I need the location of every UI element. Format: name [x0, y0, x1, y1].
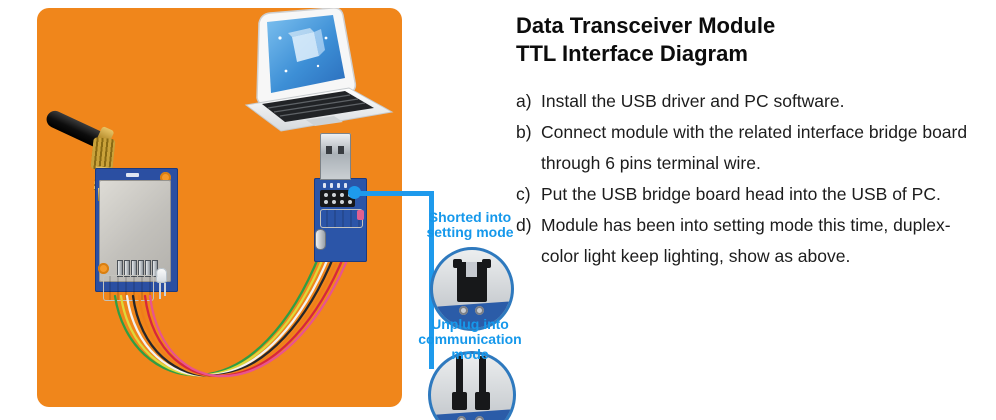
instruction-label: d)	[516, 215, 532, 235]
instruction-text: Module has been into setting mode this t…	[541, 215, 951, 266]
instruction-item-d: d) Module has been into setting mode thi…	[516, 210, 990, 272]
led	[156, 268, 167, 283]
usb-slot	[326, 146, 332, 154]
module-pin	[139, 261, 143, 276]
led-lead	[164, 283, 166, 296]
usb-connector	[320, 133, 351, 180]
silkscreen-marking	[126, 173, 139, 177]
jumper-unplugged-photo	[428, 351, 516, 420]
mounting-hole	[160, 172, 171, 183]
instruction-item-a: a) Install the USB driver and PC softwar…	[516, 86, 990, 117]
page-title: Data Transceiver Module TTL Interface Di…	[516, 12, 990, 68]
laptop-illustration	[244, 7, 394, 132]
callout-dot	[348, 186, 361, 199]
callout-label-line: communication mode	[418, 331, 522, 362]
silkscreen-marking	[344, 183, 347, 188]
jumper-header	[320, 190, 355, 207]
jumper-notch	[466, 262, 477, 277]
title-line-1: Data Transceiver Module	[516, 13, 776, 38]
crystal-oscillator	[316, 230, 325, 249]
callout-label-line: setting mode	[426, 224, 514, 240]
instruction-text: Connect module with the related interfac…	[541, 122, 968, 173]
module-pin	[153, 261, 157, 276]
usb-board-wire-connector	[320, 209, 363, 228]
header-base	[452, 392, 467, 410]
status-led	[357, 210, 364, 220]
module-pin	[132, 261, 136, 276]
silkscreen-marking	[337, 183, 340, 188]
callout-label-communication-mode: Unplug into communication mode	[402, 317, 538, 362]
module-pin	[146, 261, 150, 276]
header-base	[475, 392, 490, 410]
module-pin	[125, 261, 129, 276]
instruction-label: a)	[516, 91, 532, 111]
instruction-item-b: b) Connect module with the related inter…	[516, 117, 990, 179]
mounting-hole	[98, 263, 109, 274]
usb-slot	[338, 146, 344, 154]
silkscreen-marking	[330, 183, 333, 188]
callout-line-horizontal	[354, 191, 434, 196]
callout-label-setting-mode: Shorted into setting mode	[420, 210, 520, 240]
instruction-list: a) Install the USB driver and PC softwar…	[516, 86, 990, 272]
instruction-item-c: c) Put the USB bridge board head into th…	[516, 179, 990, 210]
module-pin	[118, 261, 122, 276]
led-lead	[159, 283, 161, 299]
instruction-label: c)	[516, 184, 531, 204]
text-column: Data Transceiver Module TTL Interface Di…	[516, 12, 990, 272]
jumper-shorted-photo	[430, 247, 514, 331]
callout-label-line: Shorted into	[428, 209, 512, 225]
header-pin	[456, 356, 463, 394]
callout-label-line: Unplug into	[431, 316, 509, 332]
instruction-label: b)	[516, 122, 532, 142]
laptop	[228, 7, 400, 134]
header-pin	[479, 356, 486, 394]
silkscreen-marking	[323, 183, 326, 188]
instruction-text: Put the USB bridge board head into the U…	[541, 184, 941, 204]
instruction-text: Install the USB driver and PC software.	[541, 91, 845, 111]
inset-pcb	[431, 408, 513, 420]
title-line-2: TTL Interface Diagram	[516, 41, 748, 66]
